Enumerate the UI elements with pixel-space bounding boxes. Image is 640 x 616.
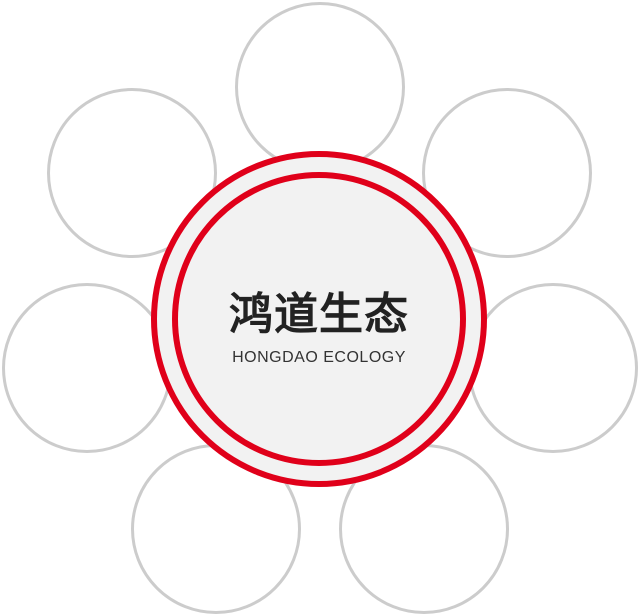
satellite-circle-middle-left xyxy=(2,283,172,453)
center-ring-inner: 鸿道生态 HONGDAO ECOLOGY xyxy=(172,172,466,466)
satellite-circle-top xyxy=(235,2,405,172)
center-label: 鸿道生态 HONGDAO ECOLOGY xyxy=(178,178,460,460)
center-title-cn: 鸿道生态 xyxy=(229,289,409,340)
satellite-circle-middle-right xyxy=(468,283,638,453)
center-ring-outer: 鸿道生态 HONGDAO ECOLOGY xyxy=(151,151,487,487)
satellite-circle-upper-left xyxy=(47,88,217,258)
center-title-en: HONGDAO ECOLOGY xyxy=(232,349,406,366)
